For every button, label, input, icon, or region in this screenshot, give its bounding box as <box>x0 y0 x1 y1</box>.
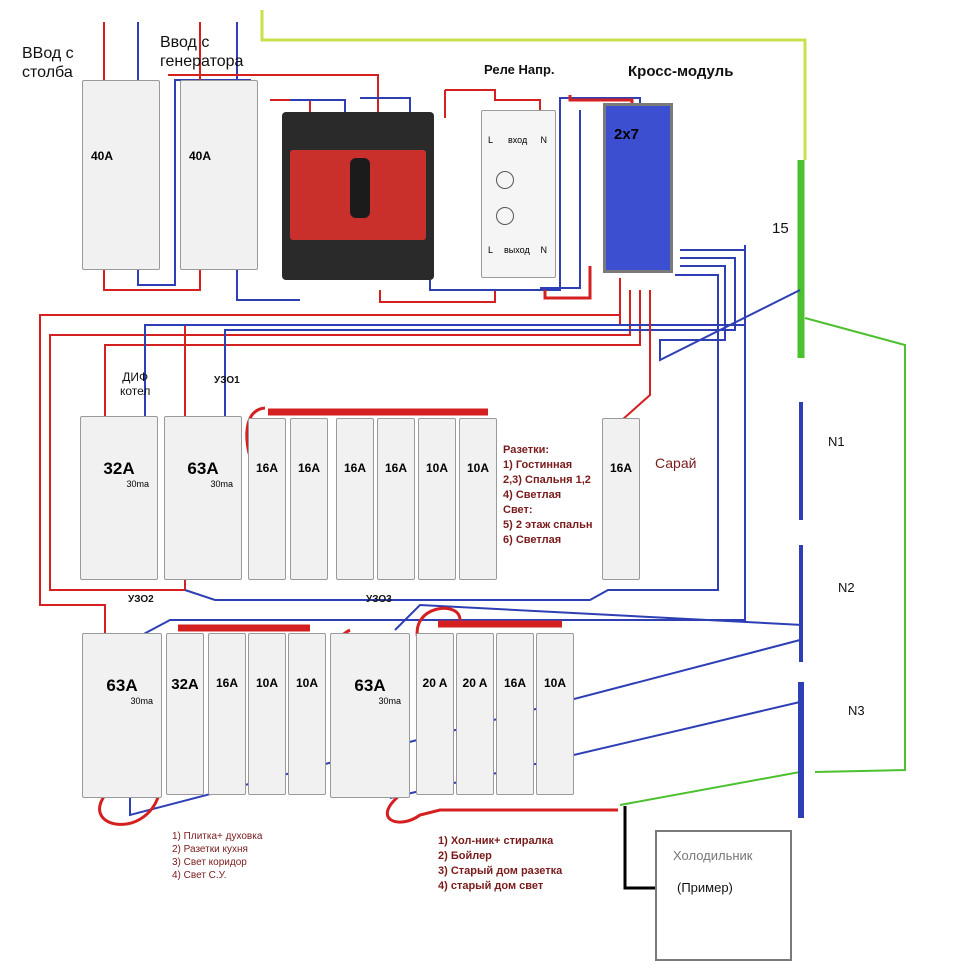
breaker-rating: 20 A <box>462 675 488 690</box>
label-uzo1: УЗО1 <box>214 375 240 386</box>
row1-breaker-3[interactable]: 16A <box>336 418 374 580</box>
relay-l-top: L <box>488 135 494 145</box>
input-breaker-generator[interactable]: 40A <box>180 80 258 270</box>
rcd-uzo3[interactable]: 63A 30ma <box>330 633 410 798</box>
fridge-label: Холодильник <box>673 848 753 863</box>
rcd-uzo1[interactable]: 63A 30ma <box>164 416 242 580</box>
rcd-leak: 30ma <box>210 478 233 489</box>
rcd-leak: 30ma <box>126 478 149 489</box>
label-input-pole: ВВод с столба <box>22 45 74 81</box>
breaker-rating: 40A <box>91 148 114 163</box>
breaker-rating: 16A <box>255 460 278 475</box>
relay-knob[interactable] <box>496 207 514 225</box>
rcd-rating: 63A <box>187 459 219 479</box>
ground-wire <box>804 317 906 773</box>
label-input-generator: Ввод с генератора <box>160 34 244 70</box>
breaker-rating: 16A <box>215 675 238 690</box>
ground-feed-wire <box>260 10 807 160</box>
label-ground-number: 15 <box>772 220 789 237</box>
row1-breaker-1[interactable]: 16A <box>248 418 286 580</box>
shed-breaker[interactable]: 16A <box>602 418 640 580</box>
breaker-rating: 10A <box>466 460 489 475</box>
row2-left-breaker-1[interactable]: 32A <box>166 633 204 795</box>
row2-right-breaker-2[interactable]: 20 A <box>456 633 494 795</box>
row1-breaker-2[interactable]: 16A <box>290 418 328 580</box>
rcd-leak: 30ma <box>378 695 401 706</box>
row2-right-breaker-3[interactable]: 16A <box>496 633 534 795</box>
rcd-leak: 30ma <box>130 695 153 706</box>
row2-left-breaker-3[interactable]: 10A <box>248 633 286 795</box>
breaker-rating: 20 A <box>422 675 448 690</box>
breaker-rating: 16A <box>503 675 526 690</box>
row2-left-breaker-4[interactable]: 10A <box>288 633 326 795</box>
label-n2: N2 <box>838 580 855 595</box>
input-breaker-pole[interactable]: 40A <box>82 80 160 270</box>
relay-n-bottom: N <box>540 245 548 255</box>
legend-row2-right: 1) Хол-ник+ стиралка 2) Бойлер 3) Старый… <box>438 835 563 892</box>
cross-module-size: 2x7 <box>614 126 640 143</box>
rcd-rating: 32A <box>103 459 135 479</box>
fridge-lead-wire <box>623 806 655 890</box>
transfer-switch[interactable] <box>282 112 434 280</box>
shed-phase <box>621 290 651 421</box>
row1-breaker-4[interactable]: 16A <box>377 418 415 580</box>
switch-handle[interactable] <box>350 158 370 218</box>
breaker-rating: 10A <box>543 675 566 690</box>
breaker-rating: 32A <box>171 675 199 693</box>
row1-breaker-5[interactable]: 10A <box>418 418 456 580</box>
breaker-rating: 16A <box>384 460 407 475</box>
legend-row2-left: 1) Плитка+ духовка 2) Разетки кухня 3) С… <box>172 831 263 881</box>
switch-neutral-wires <box>290 97 641 291</box>
breaker-rating: 16A <box>343 460 366 475</box>
label-dif-boiler: ДИФ котел <box>120 370 151 398</box>
label-uzo3: УЗО3 <box>366 594 392 605</box>
label-uzo2: УЗО2 <box>128 594 154 605</box>
ground-wire-fridge <box>619 771 801 806</box>
row2-right-breaker-1[interactable]: 20 A <box>416 633 454 795</box>
voltage-relay[interactable]: L вход N L выход N <box>481 110 556 278</box>
label-n3: N3 <box>848 703 865 718</box>
row-neutral <box>129 245 804 817</box>
breaker-rating: 10A <box>255 675 278 690</box>
relay-n-top: N <box>540 135 548 145</box>
fridge-box: Холодильник (Пример) <box>655 830 792 961</box>
breaker-rating: 16A <box>609 460 632 475</box>
label-shed: Сарай <box>655 455 697 471</box>
breaker-rating: 16A <box>297 460 320 475</box>
relay-in-label: вход <box>508 135 528 145</box>
relay-l-bottom: L <box>488 245 494 255</box>
rcd-rating: 63A <box>106 676 138 696</box>
label-cross-module: Кросс-модуль <box>628 63 734 80</box>
cross-module: 2x7 <box>603 103 673 273</box>
row2-left-breaker-2[interactable]: 16A <box>208 633 246 795</box>
legend-row1: Разетки: 1) Гостинная 2,3) Спальня 1,2 4… <box>503 444 593 546</box>
breaker-rating: 10A <box>425 460 448 475</box>
relay-knob[interactable] <box>496 171 514 189</box>
breaker-rating: 10A <box>295 675 318 690</box>
relay-out-label: выход <box>504 245 530 255</box>
row2-right-breaker-4[interactable]: 10A <box>536 633 574 795</box>
label-relay: Реле Напр. <box>484 62 555 77</box>
label-n1: N1 <box>828 434 845 449</box>
fridge-example-label: (Пример) <box>677 880 733 895</box>
rcd-rating: 63A <box>354 676 386 696</box>
breaker-rating: 40A <box>189 148 212 163</box>
rcd-dif-boiler[interactable]: 32A 30ma <box>80 416 158 580</box>
row1-breaker-6[interactable]: 10A <box>459 418 497 580</box>
rcd-uzo2[interactable]: 63A 30ma <box>82 633 162 798</box>
